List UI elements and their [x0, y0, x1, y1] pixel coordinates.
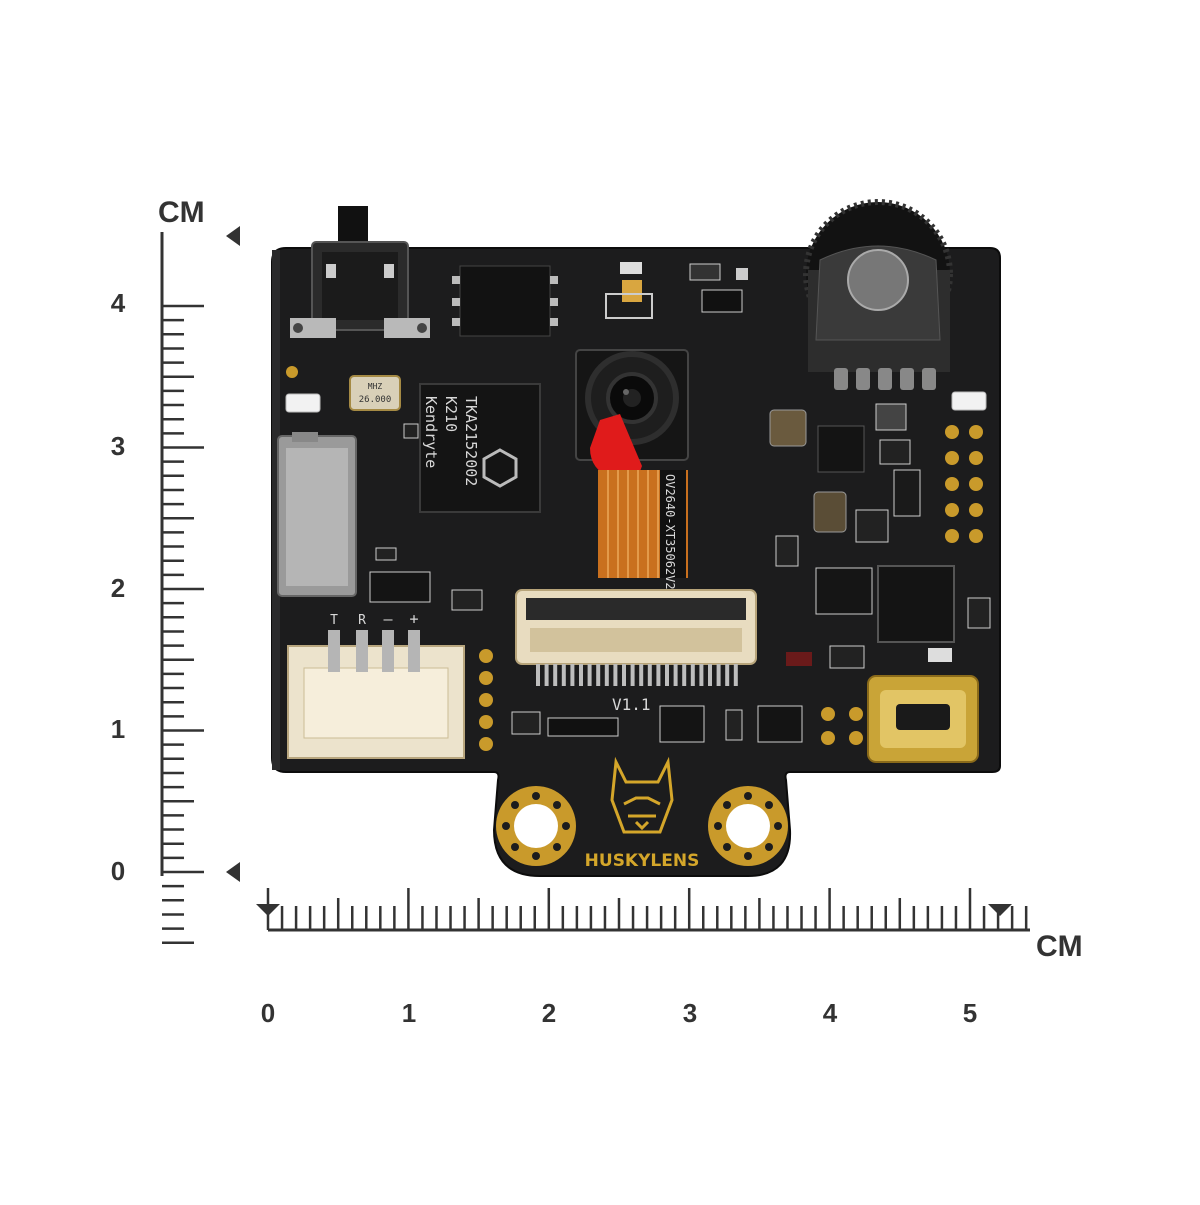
htick-label-2: 2 — [542, 998, 556, 1028]
fpc-pin — [673, 664, 678, 686]
fpc-pin — [733, 664, 738, 686]
vtick-label-4: 4 — [111, 288, 126, 318]
htick-label-3: 3 — [683, 998, 697, 1028]
fpc-pin — [716, 664, 721, 686]
vertical-unit-label: CM — [158, 196, 205, 229]
vtick-label-0: 0 — [111, 856, 125, 886]
top-marker-icon — [226, 226, 240, 246]
flex-cable: OV2640-XT35062V2 — [598, 470, 688, 590]
micro-usb-port — [849, 675, 979, 763]
fpc-pin — [536, 664, 540, 686]
uart-connector: T R – + — [287, 610, 465, 759]
crystal-label-freq: 26.000 — [359, 395, 392, 405]
push-button — [290, 206, 430, 338]
right-marker-icon — [988, 904, 1012, 916]
camera-tab — [590, 414, 642, 481]
chip-text-model: K210 — [442, 396, 460, 432]
fpc-pin — [725, 664, 730, 686]
fpc-pin — [665, 664, 669, 686]
fpc-pin — [561, 664, 566, 686]
htick-label-4: 4 — [823, 998, 838, 1028]
fpc-pin — [596, 664, 601, 686]
passive-components — [369, 423, 803, 743]
horizontal-unit-label: CM — [1036, 930, 1083, 963]
husky-logo-icon — [610, 756, 674, 834]
kendryte-logo-icon — [482, 448, 518, 488]
power-components — [769, 403, 991, 669]
pin-label-t: T — [330, 613, 338, 628]
fpc-pin — [587, 664, 592, 686]
vtick-label-1: 1 — [111, 714, 125, 744]
mounting-hole-left — [496, 786, 576, 866]
htick-label-1: 1 — [402, 998, 416, 1028]
chip-text-brand: Kendryte — [422, 396, 440, 468]
pcb-board: MHZ 26.000 Kendryte K210 TKA2152002 — [271, 199, 1001, 877]
flex-cable-label: OV2640-XT35062V2 — [663, 474, 677, 590]
rgb-led — [622, 280, 642, 302]
chip-text-lot: TKA2152002 — [462, 396, 480, 486]
htick-label-5: 5 — [963, 998, 977, 1028]
gold-pads-right — [945, 425, 983, 543]
k210-processor: Kendryte K210 TKA2152002 — [419, 383, 541, 513]
crystal-label-unit: MHZ — [368, 382, 383, 391]
camera-module — [575, 349, 689, 481]
microsd-slot — [277, 432, 357, 597]
fpc-pin — [604, 664, 609, 686]
left-led — [285, 393, 321, 413]
htick-label-0: 0 — [261, 998, 275, 1028]
fpc-pin — [570, 664, 575, 686]
version-label: V1.1 — [612, 695, 651, 714]
fpc-pin — [690, 664, 695, 686]
fpc-pin — [553, 664, 558, 686]
vtick-label-2: 2 — [111, 573, 125, 603]
fpc-pin — [630, 664, 635, 686]
bottom-marker-icon — [226, 862, 240, 882]
vertical-ruler: CM 4 3 2 1 0 — [111, 196, 240, 944]
rotary-dial — [803, 199, 953, 390]
fpc-pin — [579, 664, 583, 686]
right-led — [951, 391, 987, 411]
fpc-pin — [639, 664, 644, 686]
brand-label: HUSKYLENS — [585, 851, 700, 871]
fpc-pin — [622, 664, 626, 686]
left-marker-icon — [256, 904, 280, 916]
vtick-label-3: 3 — [111, 431, 125, 461]
flash-chip — [452, 265, 558, 337]
crystal-oscillator: MHZ 26.000 — [349, 375, 401, 411]
fpc-pin — [613, 664, 618, 686]
gold-pads-middle — [479, 649, 835, 751]
mounting-hole-right — [708, 786, 788, 866]
fpc-pin — [647, 664, 652, 686]
fpc-pin — [682, 664, 687, 686]
pin-label-r: R — [358, 613, 366, 628]
pin-label-minus: – — [383, 610, 393, 628]
fpc-pin — [699, 664, 704, 686]
horizontal-ruler: CM 0 1 2 3 4 5 — [256, 888, 1083, 1028]
fpc-pin — [708, 664, 712, 686]
usb-controller-chip — [877, 565, 955, 643]
fpc-pin — [544, 664, 549, 686]
fpc-pin — [656, 664, 661, 686]
pin-label-plus: + — [409, 610, 418, 628]
smd-component — [620, 262, 642, 274]
fpc-connector — [515, 589, 757, 686]
